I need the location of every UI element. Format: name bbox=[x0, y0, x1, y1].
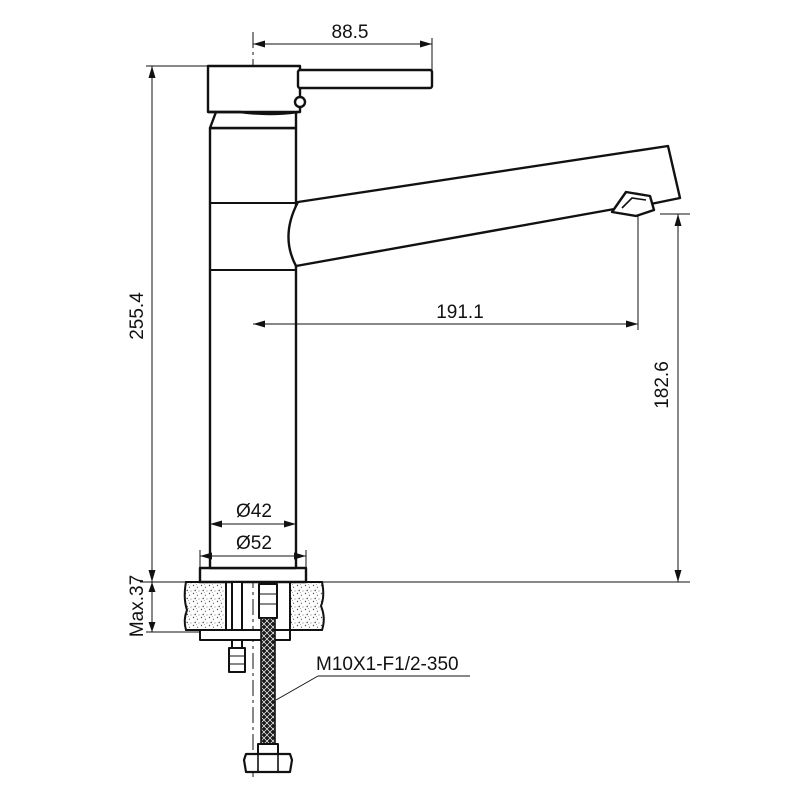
arrowhead bbox=[148, 570, 156, 582]
arrowhead bbox=[253, 40, 265, 48]
hose-end-nut bbox=[242, 752, 294, 774]
handle-cap bbox=[206, 64, 302, 114]
dimension-label-base-diameter: Ø52 bbox=[236, 533, 272, 554]
dimension-label-spout-height: 182.6 bbox=[652, 361, 673, 409]
arrowhead bbox=[674, 214, 682, 226]
arrowhead bbox=[148, 622, 156, 632]
mounting-nut bbox=[228, 647, 246, 673]
countertop-section bbox=[140, 581, 690, 631]
spout-aerator bbox=[610, 190, 656, 218]
dimension-base-diameter: Ø52 bbox=[199, 533, 307, 568]
countertop-right-block bbox=[289, 581, 325, 631]
dimension-spout-height: 182.6 bbox=[652, 213, 690, 582]
mounting-stud bbox=[231, 581, 243, 653]
arrowhead bbox=[210, 520, 222, 528]
dimension-label-handle-reach: 88.5 bbox=[332, 22, 369, 43]
dimension-body-diameter: Ø42 bbox=[210, 501, 296, 528]
handle-lever bbox=[296, 68, 434, 90]
countertop-left-block bbox=[183, 581, 227, 631]
base-flange bbox=[198, 566, 308, 584]
arrowhead bbox=[626, 320, 638, 328]
spout-aerator-detail bbox=[621, 197, 647, 209]
arrowhead bbox=[200, 552, 212, 560]
dimension-label-counter-thickness: Max.37 bbox=[127, 575, 148, 637]
dimension-handle-reach: 88.5 bbox=[253, 22, 433, 70]
hose-connector bbox=[258, 583, 278, 619]
dimension-spout-reach: 191.1 bbox=[253, 216, 639, 330]
faucet-body bbox=[198, 64, 682, 584]
arrowhead bbox=[284, 520, 296, 528]
arrowhead bbox=[253, 320, 265, 328]
arrowhead bbox=[148, 66, 156, 78]
dimension-label-body-diameter: Ø42 bbox=[236, 501, 272, 522]
hose-spec-label: M10X1-F1/2-350 bbox=[316, 654, 459, 675]
lever-screw bbox=[293, 95, 307, 109]
braided-hose bbox=[260, 617, 276, 747]
mounting-plate bbox=[199, 629, 291, 641]
arrowhead bbox=[420, 40, 432, 48]
arrowhead bbox=[294, 552, 306, 560]
mounting-hardware bbox=[199, 581, 294, 774]
dimension-counter-thickness: Max.37 bbox=[127, 575, 200, 637]
handle-cap-shadow bbox=[208, 110, 299, 116]
dimension-label-total-height: 255.4 bbox=[127, 292, 148, 340]
hose-callout: M10X1-F1/2-350 bbox=[275, 654, 470, 701]
arrowhead bbox=[148, 582, 156, 592]
dimension-total-height: 255.4 bbox=[127, 65, 208, 582]
main-column bbox=[208, 126, 298, 570]
hose-end-ferrule bbox=[257, 743, 279, 755]
dimension-label-spout-reach: 191.1 bbox=[436, 302, 484, 323]
arrowhead bbox=[674, 570, 682, 582]
leader-line bbox=[275, 675, 319, 701]
